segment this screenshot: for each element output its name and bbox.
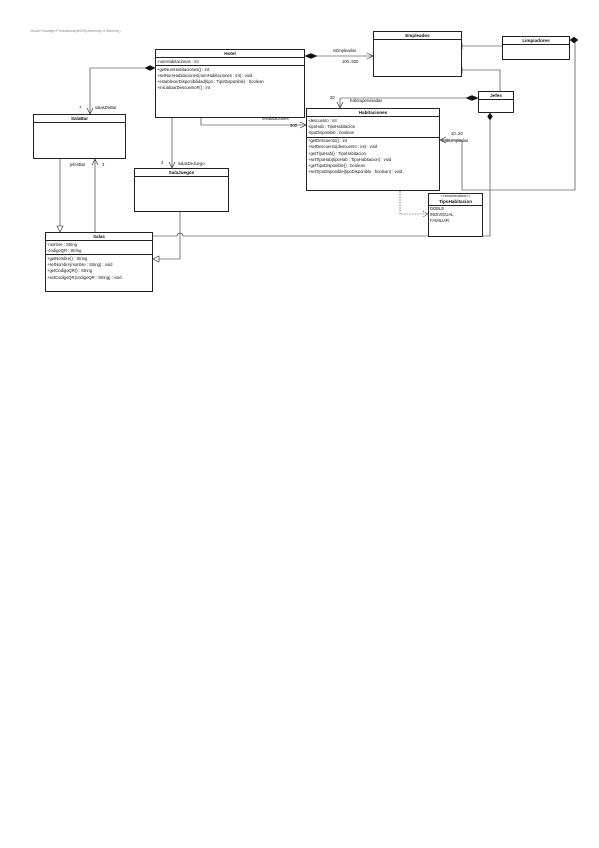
- role-salasdejuego: salasDeJuego: [178, 161, 205, 166]
- class-salas-name: Salas: [46, 233, 152, 241]
- triangle-salabar-salas: [56, 225, 64, 233]
- assoc-hotel-habitaciones: [200, 118, 306, 126]
- mult-nhabitaciones: 300: [290, 123, 297, 128]
- diamond-limpiadores: [569, 36, 579, 44]
- arrow-habitaciones-limp: [439, 136, 447, 144]
- attribute: -nombre : String: [47, 241, 78, 247]
- attribute: -descuento : int: [308, 117, 337, 123]
- operation: +setNombre(nombre : String) : void: [47, 262, 113, 268]
- attribute: -numHabitaciones : int: [157, 58, 199, 64]
- class-hotel-operations: +getNumHabitaciones() : int +setNumHabit…: [156, 66, 304, 92]
- class-salabar-name: SalaBar: [34, 115, 125, 123]
- class-jefes[interactable]: Jefes: [478, 91, 514, 113]
- class-salajuegos-name: SalaJuegos: [135, 169, 228, 177]
- operation: +setCodigoQR(codigoQR : String) : void: [47, 274, 122, 280]
- assoc-jefes-salabar: [94, 120, 491, 237]
- class-jefes-name: Jefes: [479, 92, 513, 100]
- mult-hablimpiadas: 10..20: [451, 131, 463, 136]
- operation: +getTipoDisponible() : boolean: [308, 162, 365, 168]
- class-empleados-name: Empleados: [374, 32, 461, 40]
- attribute: -tipoHab : TipoHabitacion: [308, 123, 356, 129]
- assoc-hotel-salabar: [89, 67, 155, 114]
- class-habitaciones-name: Habitaciones: [307, 109, 439, 117]
- operation: +setTipoHab(tipoHab : TipoHabitacion) : …: [308, 156, 392, 162]
- enum-literal: INDIVIDUAL: [430, 212, 454, 218]
- operation: +getCodigoQR() : String: [47, 268, 93, 274]
- operation: +setDescuento(descuento : int) : void: [308, 144, 378, 150]
- class-empleados[interactable]: Empleados: [373, 31, 462, 77]
- class-salas-operations: +getNombre() : String +setNombre(nombre …: [46, 255, 152, 281]
- class-salajuegos[interactable]: SalaJuegos: [134, 168, 229, 212]
- operation: +getNumHabitaciones() : int: [157, 66, 210, 72]
- watermark: Visual Paradigm Professional(ASIR(Univer…: [30, 29, 121, 33]
- triangle-salajuegos-salas: [152, 255, 160, 263]
- role-habsupervisadas: habSupervisadas: [350, 98, 383, 103]
- class-salas[interactable]: Salas -nombre : String -codigoQR : Strin…: [45, 232, 153, 292]
- diamond-hotel-empleados: [304, 53, 318, 59]
- role-hablimpiadas: habLimpiadas: [442, 138, 469, 143]
- mult-salasdebar: 7: [79, 105, 82, 110]
- enum-literal: FAMILIAR: [430, 218, 450, 224]
- class-salabar[interactable]: SalaBar: [33, 114, 126, 159]
- attribute: -codigoQR : String: [47, 247, 82, 253]
- diamond-hotel-salabar: [144, 65, 156, 71]
- mult-empleados: 100..500: [342, 59, 359, 64]
- operation: +setNumHabitaciones(numHabitaciones : in…: [157, 72, 253, 78]
- operation: +getDescuento() : int: [308, 138, 347, 144]
- class-habitaciones-operations: +getDescuento() : int +setDescuento(desc…: [307, 138, 439, 176]
- assoc-jefes-habitaciones: [339, 97, 466, 108]
- class-habitaciones[interactable]: Habitaciones -descuento : int -tipoHab :…: [306, 108, 440, 191]
- operation: +setTipoDisponible(tipoDisponible : bool…: [308, 169, 403, 175]
- mult-jefesbar: 3: [102, 162, 105, 167]
- enum-literals: DOBLE INDIVIDUAL FAMILIAR: [429, 206, 482, 226]
- gen-salajuegos-salas: [153, 212, 181, 260]
- enum-tipohabitacion-name: TipoHabitacion: [429, 199, 482, 206]
- class-limpiadores-name: Limpiadores: [503, 37, 569, 45]
- class-limpiadores[interactable]: Limpiadores: [502, 36, 570, 60]
- enum-literal: DOBLE: [430, 206, 445, 211]
- role-nempleados: nEmpleados: [333, 48, 357, 53]
- class-hotel-attributes: -numHabitaciones : int: [156, 58, 304, 67]
- mult-salasdejuego: 2: [161, 160, 164, 165]
- operation: +establecerDisponibilidad(tipo : TipoDis…: [157, 79, 264, 85]
- dep-habitaciones-tipohabitacion: [399, 191, 428, 215]
- diamond-jefes-habitaciones: [465, 95, 479, 101]
- attribute: -tipoDisponible : boolean: [308, 129, 355, 135]
- operation: +getNombre() : String: [47, 255, 88, 261]
- role-salasdebar: salasDeBar: [95, 105, 117, 110]
- class-habitaciones-attributes: -descuento : int -tipoHab : TipoHabitaci…: [307, 117, 439, 138]
- class-hotel-name: Hotel: [156, 50, 304, 58]
- class-hotel[interactable]: Hotel -numHabitaciones : int +getNumHabi…: [155, 49, 305, 118]
- arrow-jefesbar: [91, 158, 99, 166]
- class-salas-attributes: -nombre : String -codigoQR : String: [46, 241, 152, 256]
- operation: +getTipoHab() : TipoHabitacion: [308, 150, 366, 156]
- gen-jefes-empleados: [462, 69, 501, 91]
- role-nhabitaciones: nHabitaciones: [262, 116, 289, 121]
- enum-stereotype: <<enumeration>>: [440, 194, 471, 198]
- diamond-jefes-salabar: [487, 112, 493, 121]
- role-jefesbar: jefesBar: [70, 162, 86, 167]
- enum-tipohabitacion[interactable]: <<enumeration>> TipoHabitacion DOBLE IND…: [428, 193, 483, 237]
- mult-habsupervisadas: 30: [330, 95, 335, 100]
- operation: +inicializarDescuentoF() : int: [157, 85, 210, 91]
